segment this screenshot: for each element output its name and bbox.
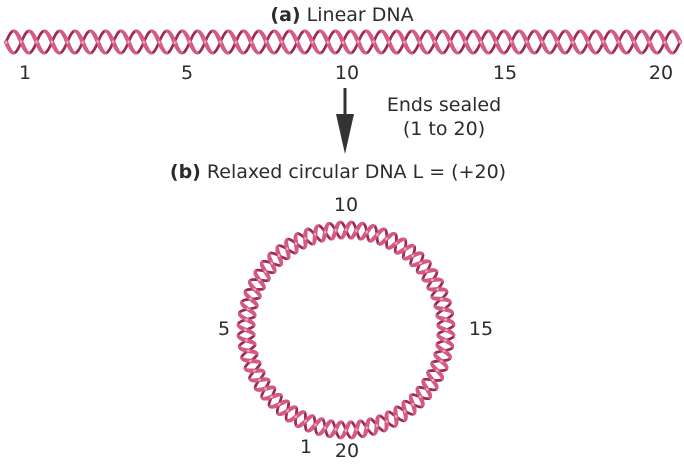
panel-a-letter: (a) — [270, 4, 301, 26]
panel-a-title-text: Linear DNA — [306, 4, 414, 26]
circular-dna-helix — [236, 220, 456, 440]
down-arrow-icon — [336, 88, 354, 154]
arrow-head — [336, 114, 354, 154]
panel-a-title: (a) Linear DNA — [270, 6, 413, 25]
linear-dna-helix — [3, 29, 683, 55]
